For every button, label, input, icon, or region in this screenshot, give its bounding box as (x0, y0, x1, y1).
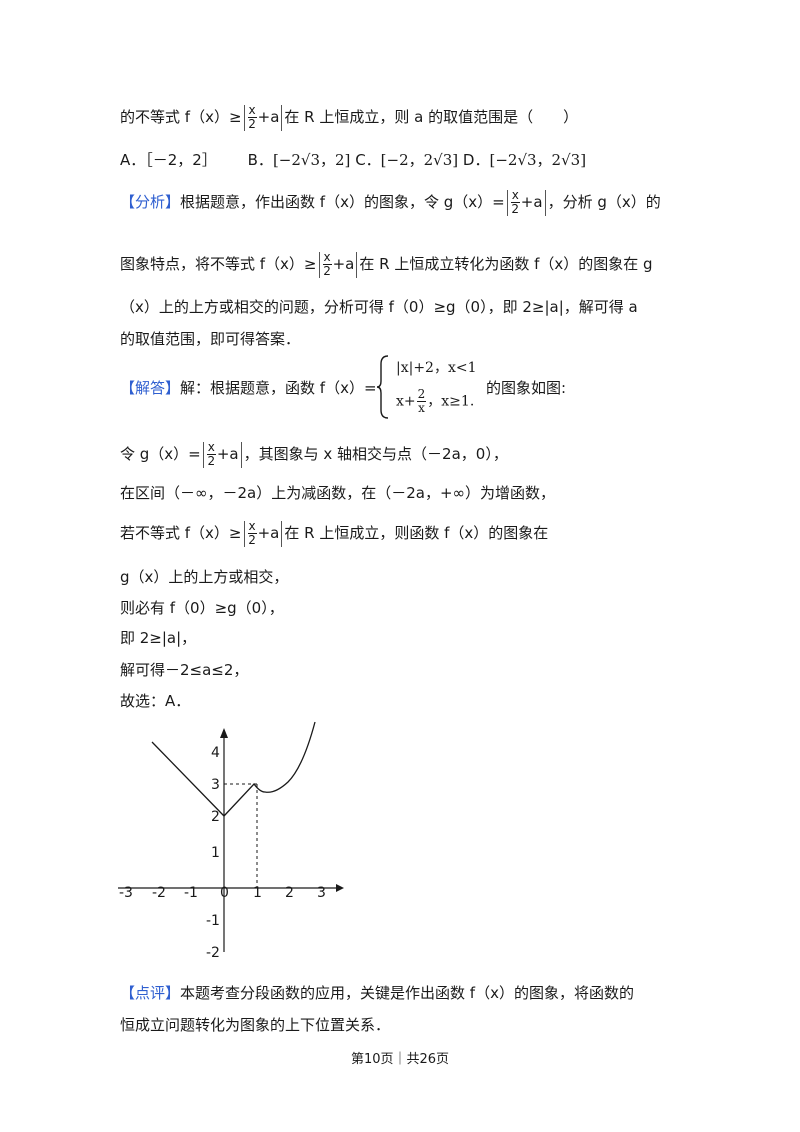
option-c: [−2，2√3] (380, 151, 459, 169)
analysis-tag: 【分析】 (120, 193, 181, 211)
solution-line-5: g（x）上的上方或相交， (120, 568, 289, 586)
y-axis-arrow (220, 728, 228, 738)
x-tick-label: -3 (119, 885, 133, 901)
option-b-label: B． (247, 151, 273, 169)
y-tick-label: 3 (211, 777, 220, 793)
solution-line-7: 即 2≥|a|， (120, 629, 197, 647)
y-tick-label: 1 (211, 845, 220, 861)
solution-line-9: 故选：A． (120, 692, 191, 710)
analysis-line-4: 的取值范围，即可得答案． (120, 330, 301, 348)
question-text-2: 在 R 上恒成立，则 a 的取值范围是（ ） (284, 108, 579, 126)
review-tag: 【点评】 (120, 984, 181, 1002)
option-d-label: D． (462, 151, 490, 169)
x-tick-label: 0 (220, 885, 229, 901)
question-text: 的不等式 (120, 108, 181, 126)
question-ineq: f（x）≥ (184, 108, 242, 126)
x-axis-arrow (336, 884, 344, 892)
option-d: [−2√3，2√3] (489, 151, 587, 169)
x-tick-label: 3 (317, 885, 326, 901)
solution-line-3: 在区间（－∞，－2a）上为减函数，在（－2a，+∞）为增函数， (120, 484, 556, 502)
x-tick-label: -1 (184, 885, 198, 901)
page-footer: 第10页｜共26页 (350, 1052, 450, 1067)
piecewise-case-1: |x|+2，x<1 (396, 360, 477, 376)
solution-line-8: 解可得－2≤a≤2， (120, 661, 249, 679)
x-tick-label: 2 (285, 885, 294, 901)
solution-line-6: 则必有 f（0）≥g（0）， (120, 599, 284, 617)
y-tick-label: -1 (206, 913, 220, 929)
analysis-line-3: （x）上的上方或相交的问题，分析可得 f（0）≥g（0），即 2≥|a|，解可得… (120, 298, 638, 316)
solution-line-1: 【解答】解：根据题意，函数 f（x）= (120, 379, 377, 397)
brace (376, 355, 389, 419)
y-tick-label: -2 (206, 945, 220, 961)
y-tick-label: 4 (211, 745, 220, 761)
option-b: [−2√3，2] (272, 151, 351, 169)
options-line: A．［－2，2］ B．[−2√3，2] C．[−2，2√3] D．[−2√3，2… (120, 150, 586, 170)
solution-graph-ref: 的图象如图: (486, 379, 567, 397)
review-line-2: 恒成立问题转化为图象的上下位置关系． (120, 1016, 391, 1034)
option-a: A．［－2，2］ (120, 151, 217, 169)
y-tick-label: 2 (211, 809, 220, 825)
option-c-label: C． (355, 151, 381, 169)
f-curve (151, 721, 316, 817)
x-tick-label: 1 (253, 885, 262, 901)
solution-tag: 【解答】 (120, 379, 181, 397)
x-tick-label: -2 (152, 885, 166, 901)
review-line-1: 【点评】本题考查分段函数的应用，关键是作出函数 f（x）的图象，将函数的 (120, 984, 634, 1002)
